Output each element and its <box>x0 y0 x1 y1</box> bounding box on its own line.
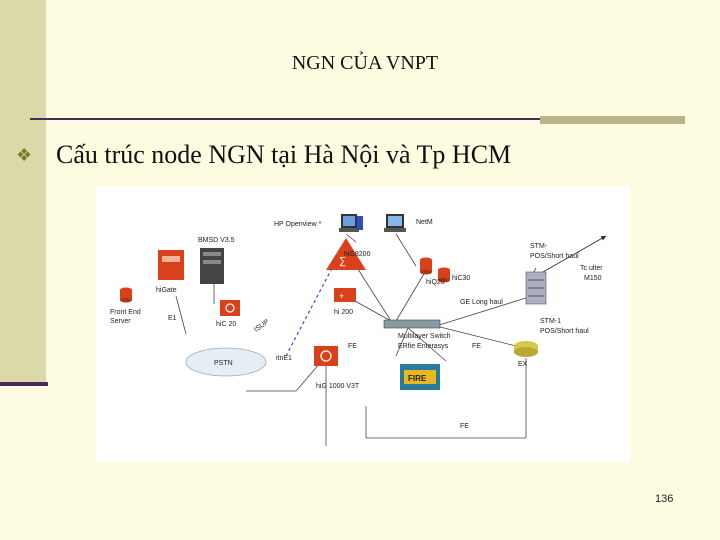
router-label: Tc ulter <box>580 265 603 272</box>
title-divider-accent <box>540 116 685 124</box>
hig1000-label: hiG 1000 V3T <box>316 383 360 390</box>
hi200-label: hi 200 <box>334 309 353 316</box>
pos-bottom-label: POS/Short haul <box>540 328 589 335</box>
hig9200-label: hiG9200 <box>344 251 371 258</box>
bullet-icon: ❖ <box>16 145 33 165</box>
bmsd-server-icon <box>158 248 224 284</box>
fe-label-2: FE <box>348 343 357 350</box>
hiq-database-icon <box>420 257 450 283</box>
slide-title: NGN CỦA VNPT <box>291 52 439 74</box>
diagram-svg: HP Openview * NetM BMSD V3.5 ∑ hiG9200 S… <box>110 214 607 446</box>
fire-device-icon <box>400 364 440 390</box>
higate-label: hiGate <box>156 287 177 294</box>
ex-router-icon <box>514 341 538 357</box>
fe-label-1: FE <box>472 343 481 350</box>
pstn-label: PSTN <box>214 360 233 367</box>
m150-label: M150 <box>584 275 602 282</box>
page-number: 136 <box>655 493 674 505</box>
stm-bottom-label: STM-1 <box>540 318 561 325</box>
hic20-label: hiC 20 <box>216 321 236 328</box>
netm-computer-icon <box>384 214 406 232</box>
hp-openview-computer-icon <box>339 214 363 232</box>
multilayer-switch-icon <box>383 319 441 329</box>
database-icon <box>120 287 132 303</box>
netm-label: NetM <box>416 219 433 226</box>
svg-text:+: + <box>339 291 344 301</box>
bmsd-label: BMSD V3.5 <box>198 237 235 244</box>
front-end-label: Front End <box>110 309 141 316</box>
hi200-icon: + <box>334 288 356 302</box>
ge-long-label: GE Long haul <box>460 299 503 306</box>
e1-label: E1 <box>168 315 177 322</box>
hiq20-label: hiQ20 <box>426 279 445 286</box>
svg-text:∑: ∑ <box>339 256 346 267</box>
stm-top-label: STM- <box>530 243 548 250</box>
extreme-label: ERfie Enterasys <box>398 343 449 350</box>
xe1-label: itnE1 <box>276 355 292 362</box>
slide-heading: Cấu trúc node NGN tại Hà Nội và Tp HCM <box>56 140 512 169</box>
multilayer-label: Multilayer Switch <box>398 333 451 340</box>
ex-label: EX <box>518 361 528 368</box>
ngn-node-diagram: HP Openview * NetM BMSD V3.5 ∑ hiG9200 S… <box>96 186 630 462</box>
server-label: Server <box>110 318 131 325</box>
pos-top-label: POS/Short haul <box>530 253 579 260</box>
pstn-cloud-icon <box>185 347 267 377</box>
isup-label: ISUP <box>253 318 271 333</box>
title-divider <box>30 118 685 120</box>
hig1000-icon <box>314 346 338 366</box>
left-accent-line <box>0 382 48 386</box>
hp-openview-label: HP Openview * <box>274 221 322 228</box>
fire-label: FIRE <box>408 374 427 383</box>
hic20-icon <box>220 300 240 316</box>
fe-label-3: FE <box>460 423 469 430</box>
connection-lines <box>175 233 537 446</box>
hig9200-gateway-icon: ∑ <box>326 238 366 270</box>
left-accent-bar <box>0 0 46 384</box>
router-rack-icon <box>525 271 547 305</box>
hic30-label: hiC30 <box>452 275 470 282</box>
